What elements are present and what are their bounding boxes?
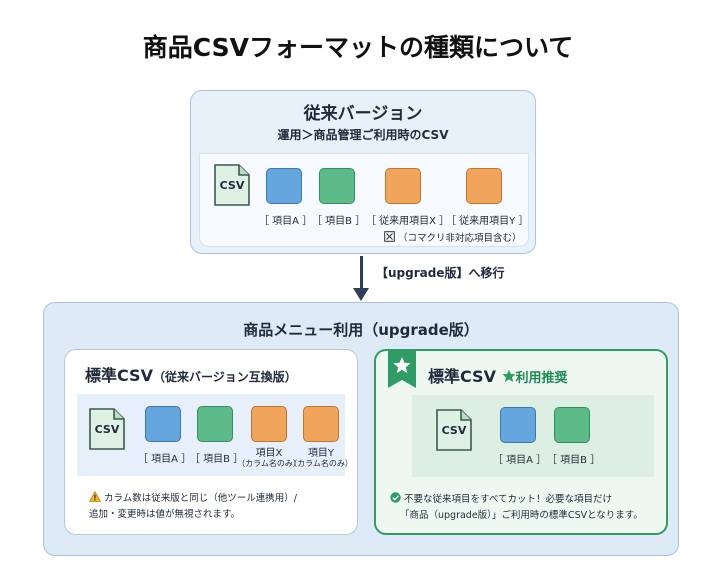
transition-label: 【upgrade版】へ移行	[376, 266, 505, 280]
csv-icon-label: CSV	[94, 423, 120, 436]
recommended-fields-area: CSV ［ 項目A ］ ［ 項目B ］	[412, 395, 654, 477]
legacy-field-x-label: ［ 従来用項目X ］	[366, 216, 450, 227]
check-circle-icon	[390, 492, 401, 503]
csv-file-icon: CSV	[87, 406, 127, 456]
field-y-sublabel: （カラム名のみ）	[289, 459, 353, 468]
standard-csv-note: カラム数は従来版と同じ（他ツール連携用）/	[88, 490, 297, 504]
field-b-label: ［ 項目B ］	[190, 454, 244, 465]
csv-file-icon: CSV	[434, 407, 474, 457]
legacy-note: （コマクリ非対応項目含む）	[384, 230, 522, 244]
standard-csv-title: 標準CSV（従来バージョン互換版）	[85, 362, 297, 386]
star-ribbon-icon	[388, 350, 416, 388]
field-x-label: 項目X	[255, 448, 283, 459]
legacy-field-x-block	[385, 168, 421, 204]
legacy-note-text: （コマクリ非対応項目含む）	[398, 233, 522, 244]
field-b-label: ［ 項目B ］	[312, 216, 366, 227]
field-a-label: ［ 項目A ］	[493, 455, 547, 466]
field-y-block	[303, 406, 339, 442]
standard-csv-title-suffix: （従来バージョン互換版）	[152, 370, 297, 384]
standard-csv-note-line1: カラム数は従来版と同じ（他ツール連携用）/	[104, 493, 297, 504]
csv-icon-label: CSV	[441, 424, 467, 437]
field-b-block	[554, 407, 590, 443]
box-x-icon	[384, 231, 395, 242]
field-x-block	[251, 406, 287, 442]
recommended-csv-note-line2: 「商品（upgrade版）」ご利用時の標準CSVとなります。	[400, 510, 643, 521]
transition-arrow-line	[360, 256, 363, 292]
recommended-csv-title: 標準CSV 利用推奨	[428, 363, 568, 387]
field-y-label: 項目Y	[307, 448, 335, 459]
upgrade-panel: 商品メニュー利用（upgrade版） 標準CSV（従来バージョン互換版） CSV…	[43, 302, 679, 556]
field-a-label: ［ 項目A ］	[138, 454, 192, 465]
standard-csv-title-text: 標準CSV	[85, 366, 153, 385]
recommended-badge: 利用推奨	[501, 369, 568, 386]
field-a-block	[500, 407, 536, 443]
legacy-subtitle: 運用＞商品管理ご利用時のCSV	[277, 128, 449, 142]
legacy-field-y-block	[466, 168, 502, 204]
legacy-fields-area: CSV ［ 項目A ］ ［ 項目B ］ ［ 従来用項目X ］ ［ 従来用項目Y …	[199, 153, 529, 247]
transition-arrow-head	[353, 288, 369, 301]
field-b-label: ［ 項目B ］	[547, 455, 601, 466]
field-x-sublabel: （カラム名のみ）	[237, 459, 301, 468]
csv-icon-label: CSV	[219, 179, 245, 192]
legacy-version-panel: 従来バージョン 運用＞商品管理ご利用時のCSV CSV ［ 項目A ］ ［ 項目…	[190, 90, 536, 254]
recommended-csv-title-text: 標準CSV	[428, 367, 496, 386]
legacy-title: 従来バージョン	[303, 104, 423, 124]
legacy-field-y-label: ［ 従来用項目Y ］	[446, 216, 529, 227]
standard-csv-note-line2: 追加・変更時は値が無視されます。	[89, 509, 241, 520]
recommended-badge-text: 利用推奨	[515, 371, 568, 386]
recommended-csv-note-line1: 不要な従来項目をすべてカット！必要な項目だけ	[404, 494, 612, 505]
upgrade-title: 商品メニュー利用（upgrade版）	[243, 321, 479, 339]
warning-icon	[88, 490, 102, 502]
recommended-csv-card: 標準CSV 利用推奨 CSV ［ 項目A ］ ［ 項目B ］	[374, 349, 668, 535]
standard-fields-area: CSV ［ 項目A ］ ［ 項目B ］ 項目X （カラム名のみ） 項目Y （カラ…	[77, 394, 353, 476]
standard-csv-card: 標準CSV（従来バージョン互換版） CSV ［ 項目A ］ ［ 項目B ］ 項目…	[64, 349, 358, 535]
field-b-block	[197, 406, 233, 442]
field-a-block	[266, 168, 302, 204]
csv-file-icon: CSV	[212, 162, 252, 212]
field-a-block	[145, 406, 181, 442]
field-b-block	[319, 168, 355, 204]
legacy-header: 従来バージョン 運用＞商品管理ご利用時のCSV	[191, 99, 535, 143]
star-icon	[501, 369, 516, 382]
recommended-csv-note: 不要な従来項目をすべてカット！必要な項目だけ	[390, 491, 612, 505]
field-a-label: ［ 項目A ］	[259, 216, 313, 227]
page-title: 商品CSVフォーマットの種類について	[142, 33, 574, 62]
